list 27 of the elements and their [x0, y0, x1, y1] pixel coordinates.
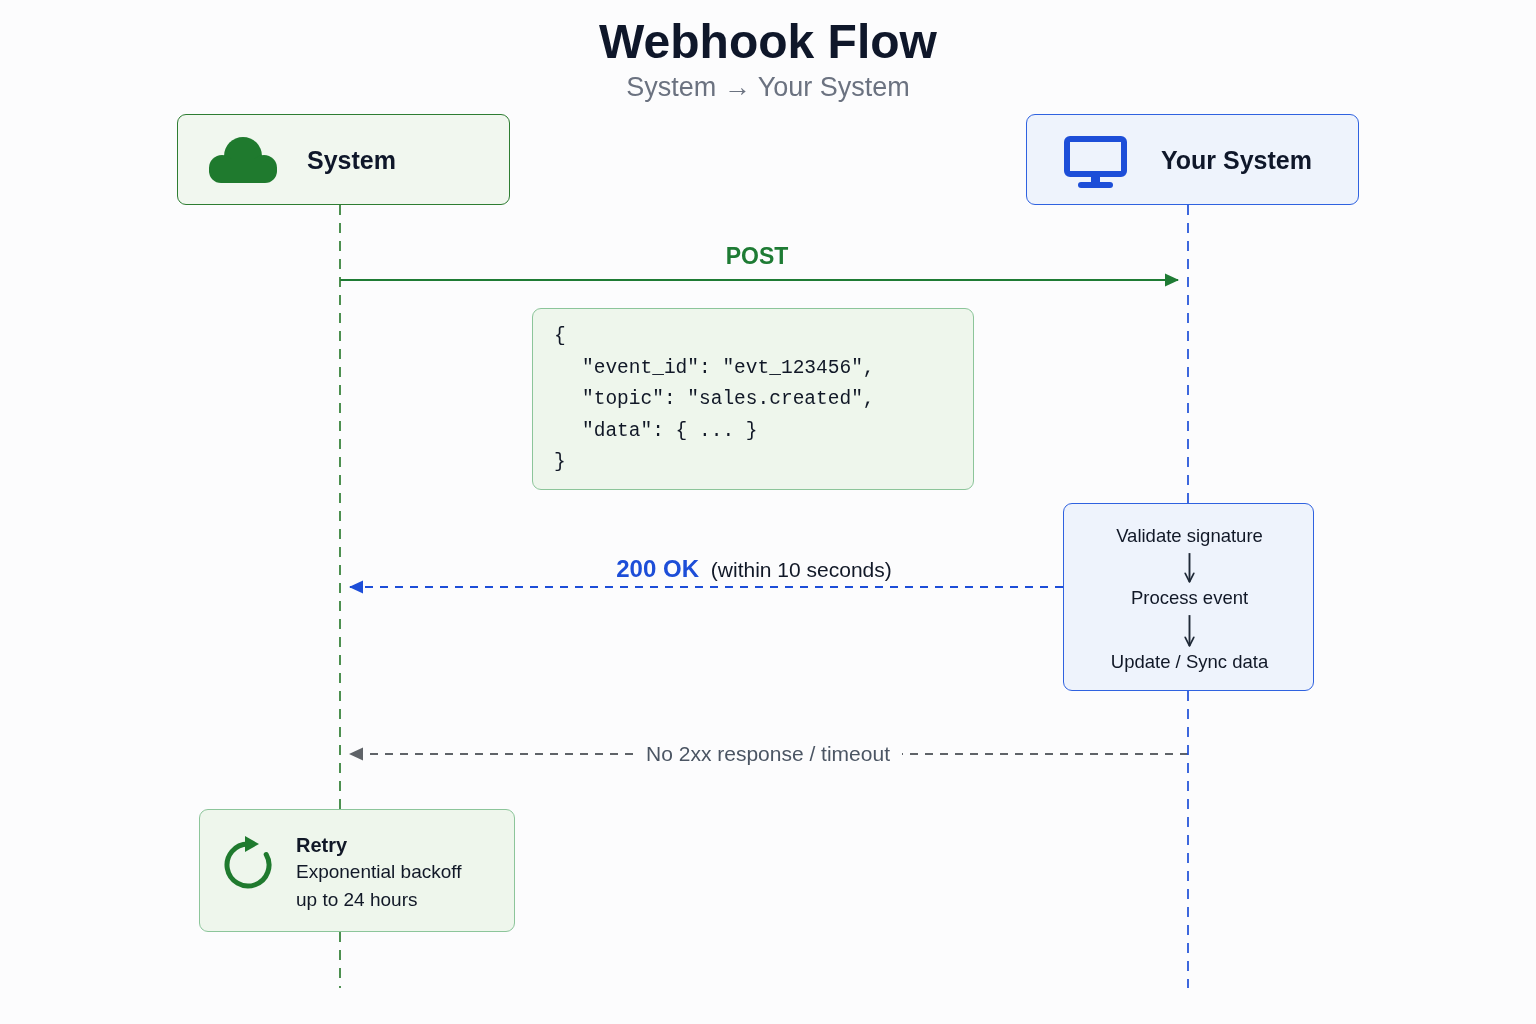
lifeline — [339, 204, 341, 810]
code-line: "data": { ... } — [582, 418, 758, 443]
participant-box — [1026, 114, 1359, 205]
process-step: Validate signature — [1116, 524, 1263, 548]
participant-name: System — [307, 145, 396, 175]
note-box — [199, 809, 515, 932]
process-step: Update / Sync data — [1110, 650, 1269, 674]
process-step: Process event — [1130, 586, 1249, 610]
participant-box — [177, 114, 510, 205]
process-box — [1063, 503, 1314, 691]
note-text: Exponential backoff up to 24 hours — [296, 860, 463, 912]
message-arrow — [339, 273, 1179, 287]
payload-box — [532, 308, 974, 490]
step-arrow — [1184, 614, 1195, 647]
code-line: { — [554, 323, 566, 349]
step-arrow — [1184, 552, 1195, 583]
diagram-subtitle: System → Your System — [626, 72, 910, 104]
participant-name: Your System — [1161, 145, 1312, 175]
diagram-title: Webhook Flow — [599, 15, 937, 69]
message-arrow — [349, 580, 1064, 594]
note-heading: Retry — [296, 833, 348, 857]
code-line: "topic": "sales.created", — [582, 386, 875, 412]
lifeline — [1187, 690, 1189, 989]
lifeline — [1187, 204, 1189, 504]
code-line: "event_id": "evt_123456", — [582, 355, 875, 380]
lifeline — [339, 931, 341, 989]
code-line: } — [554, 449, 566, 475]
